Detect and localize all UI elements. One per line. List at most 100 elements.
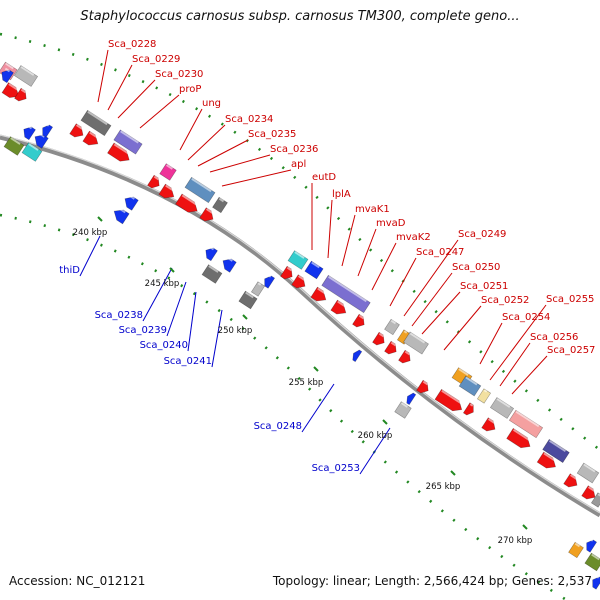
forward-gene: [384, 340, 397, 355]
callout-line: [357, 228, 377, 277]
gene-features: [0, 61, 600, 590]
callout-line: [97, 49, 109, 103]
forward-gene: [113, 129, 143, 155]
reverse-gene: [124, 194, 139, 211]
callout-line: [166, 281, 187, 337]
tick-mark: [169, 267, 175, 273]
accession-text: Accession: NC_012121: [9, 574, 146, 588]
forward-gene-label: Sca_0249: [458, 229, 506, 240]
callout-line: [421, 291, 461, 335]
forward-gene: [291, 274, 306, 289]
callout-line: [499, 342, 531, 387]
forward-gene: [462, 402, 474, 416]
reverse-gene: [406, 391, 417, 406]
forward-gene-label: mvaK2: [396, 232, 431, 243]
callout-line: [359, 427, 391, 475]
reverse-gene: [201, 264, 223, 284]
reverse-gene: [42, 123, 54, 138]
forward-gene-label: Sca_0254: [502, 312, 550, 323]
reverse-gene: [568, 541, 584, 559]
reverse-gene: [352, 348, 363, 363]
callout-line: [179, 108, 203, 151]
callout-line: [107, 64, 133, 111]
forward-gene: [175, 193, 198, 213]
forward-gene: [14, 87, 27, 102]
map-title: Staphylococcus carnosus subsp. carnosus …: [80, 9, 520, 24]
tick-label: 270 kbp: [498, 536, 533, 546]
tick-label: 250 kbp: [218, 326, 253, 336]
forward-gene: [1, 82, 20, 98]
callout-line: [371, 242, 397, 291]
reverse-gene: [584, 552, 600, 572]
forward-gene-label: Sca_0230: [155, 69, 203, 80]
forward-gene: [80, 109, 112, 137]
tick-label: 240 kbp: [73, 228, 108, 238]
dotted-tracks: [0, 32, 600, 600]
callout-line: [389, 257, 417, 307]
forward-gene: [304, 260, 324, 280]
reverse-gene: [3, 136, 25, 156]
callout-line: [187, 124, 226, 161]
forward-gene: [199, 207, 214, 222]
forward-gene-label: Sca_0247: [416, 247, 464, 258]
forward-gene-label: mvaK1: [355, 204, 390, 215]
forward-gene-label: Sca_0229: [132, 54, 180, 65]
forward-gene: [542, 439, 570, 463]
forward-gene-label: Sca_0235: [248, 129, 296, 140]
reverse-gene: [23, 124, 36, 141]
tick-mark: [450, 470, 456, 476]
callout-line: [479, 322, 503, 365]
forward-gene: [489, 397, 515, 419]
forward-gene: [352, 313, 365, 328]
forward-gene: [147, 174, 160, 189]
forward-gene: [398, 349, 411, 364]
gene-callouts: Sca_0228Sca_0229Sca_0230proPungSca_0234S…: [59, 39, 595, 475]
reverse-gene: [21, 142, 43, 162]
callout-line: [411, 272, 453, 327]
forward-gene: [536, 451, 556, 469]
forward-gene: [576, 462, 600, 484]
forward-gene: [506, 428, 531, 449]
forward-gene-label: Sca_0250: [452, 262, 500, 273]
callout-line: [117, 79, 156, 119]
reverse-gene: [113, 206, 130, 225]
genome-backbone-highlight: [0, 134, 600, 514]
reverse-gene: [205, 245, 218, 262]
forward-gene-label: eutD: [312, 172, 336, 183]
forward-gene-label: Sca_0228: [108, 39, 156, 50]
forward-gene: [321, 274, 371, 314]
forward-gene: [481, 417, 496, 432]
tick-mark: [382, 419, 388, 425]
callout-line: [209, 154, 271, 173]
forward-gene-label: mvaD: [376, 218, 406, 229]
forward-gene: [69, 123, 84, 138]
forward-gene: [403, 331, 429, 355]
reverse-gene: [394, 401, 412, 419]
forward-gene: [434, 388, 463, 412]
reverse-gene-label: Sca_0240: [140, 340, 188, 351]
forward-gene: [372, 331, 385, 346]
tick-mark: [522, 524, 528, 530]
callout-line: [211, 309, 223, 368]
forward-gene: [458, 375, 482, 397]
forward-gene-label: lplA: [332, 189, 351, 200]
tick-label: 265 kbp: [426, 482, 461, 492]
callout-line: [327, 199, 333, 259]
forward-gene-label: proP: [179, 84, 201, 95]
callout-line: [403, 239, 459, 317]
genome-backbone: [0, 134, 600, 518]
callout-line: [79, 235, 101, 277]
reverse-gene-label: Sca_0238: [95, 310, 143, 321]
forward-gene-label: Sca_0256: [530, 332, 578, 343]
forward-gene-label: Sca_0252: [481, 295, 529, 306]
tick-mark: [242, 314, 248, 320]
forward-gene: [287, 250, 309, 270]
reverse-gene-label: Sca_0253: [312, 463, 360, 474]
callout-line: [511, 355, 548, 395]
dotted-track-2: [0, 213, 570, 600]
forward-gene: [476, 388, 492, 404]
forward-gene: [280, 265, 293, 280]
forward-gene: [82, 130, 99, 146]
